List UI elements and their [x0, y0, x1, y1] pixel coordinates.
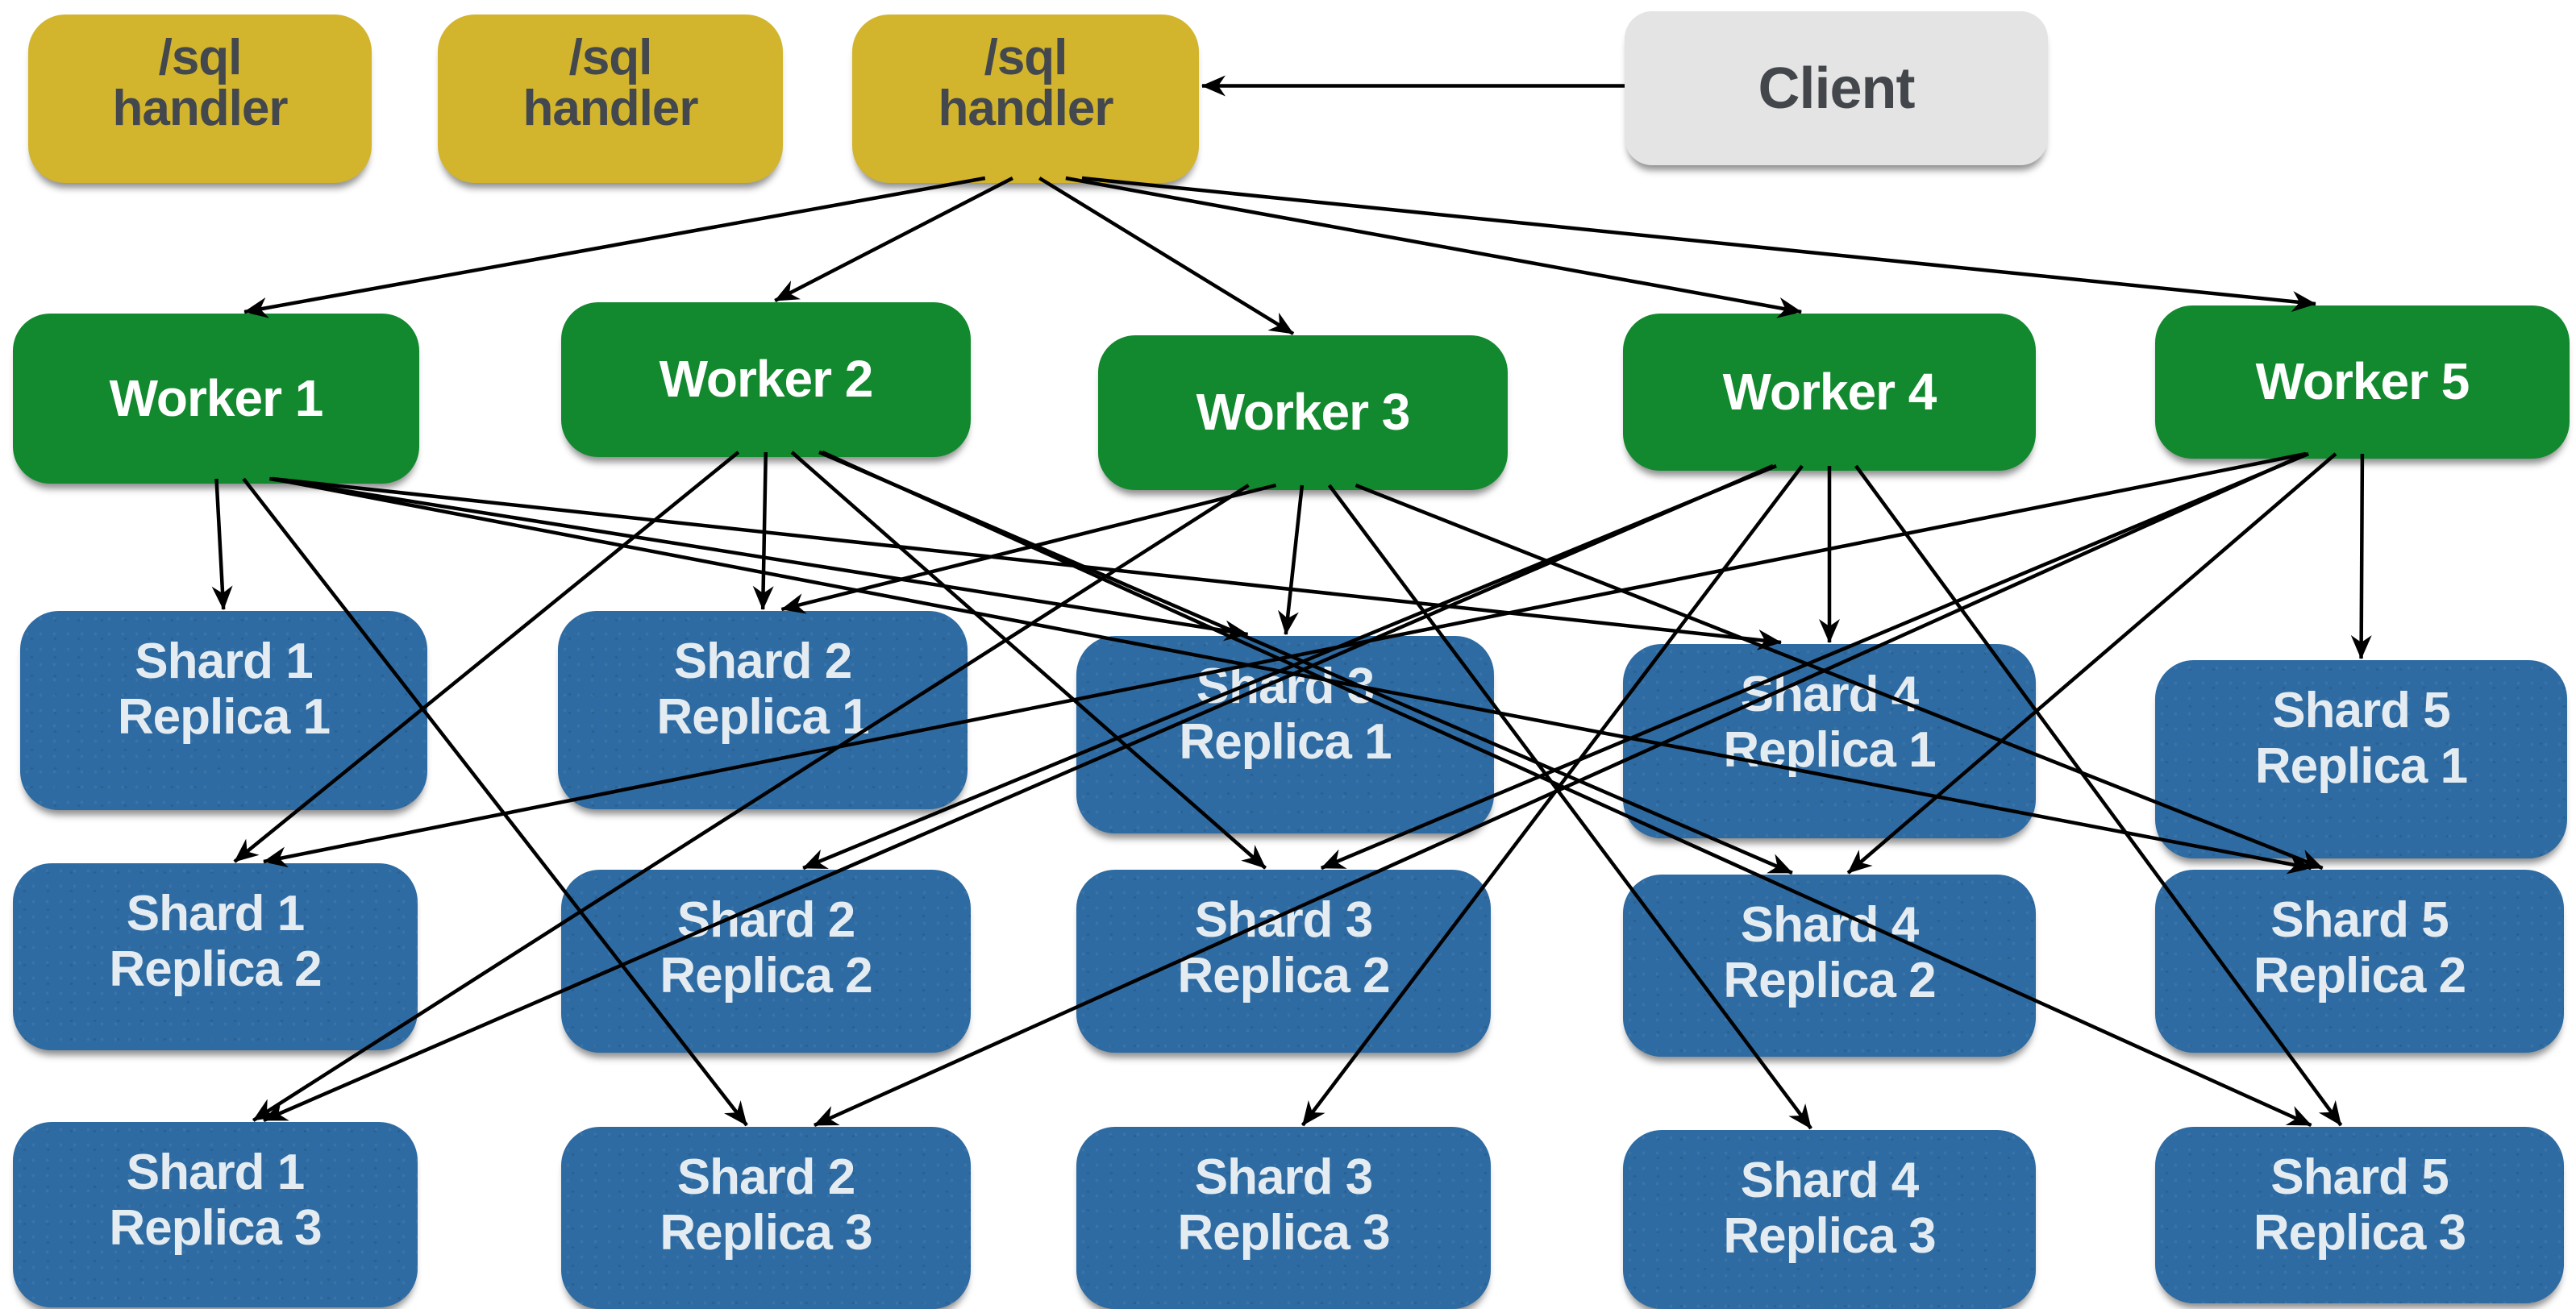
- arrow-worker2-to-s5r3: [822, 450, 2312, 1128]
- client-box: Client: [1625, 11, 2048, 165]
- worker4-box: Worker 4: [1623, 314, 2036, 471]
- arrow-worker3-to-s2r1: [780, 483, 1277, 614]
- worker1-label: Worker 1: [109, 368, 324, 427]
- arrow-handler3-to-worker3: [1038, 177, 1295, 335]
- worker2-label: Worker 2: [659, 350, 874, 409]
- worker3-label: Worker 3: [1196, 383, 1411, 442]
- worker5-label: Worker 5: [2255, 352, 2470, 411]
- arrow-worker2-to-s2r1: [752, 451, 774, 610]
- arrow-worker1-to-s4r1: [272, 476, 1782, 650]
- arrow-worker3-to-s3r1: [1277, 484, 1305, 635]
- arrow-handler3-to-worker2: [774, 177, 1013, 302]
- worker3-box: Worker 3: [1098, 335, 1508, 490]
- arrow-handler3-to-worker4: [1065, 176, 1803, 318]
- arrow-worker5-to-s2r3: [814, 451, 2307, 1128]
- arrow-worker1-to-s1r1: [211, 478, 233, 610]
- worker1-box: Worker 1: [13, 314, 419, 484]
- worker4-label: Worker 4: [1722, 362, 1937, 421]
- client-label: Client: [1758, 56, 1915, 121]
- worker5-box: Worker 5: [2155, 305, 2570, 459]
- arrow-handler3-to-worker5: [1081, 176, 2316, 312]
- arrow-worker4-to-s1r3: [263, 463, 1774, 1123]
- arrow-handler3-to-worker1: [243, 176, 986, 318]
- worker2-box: Worker 2: [561, 302, 971, 457]
